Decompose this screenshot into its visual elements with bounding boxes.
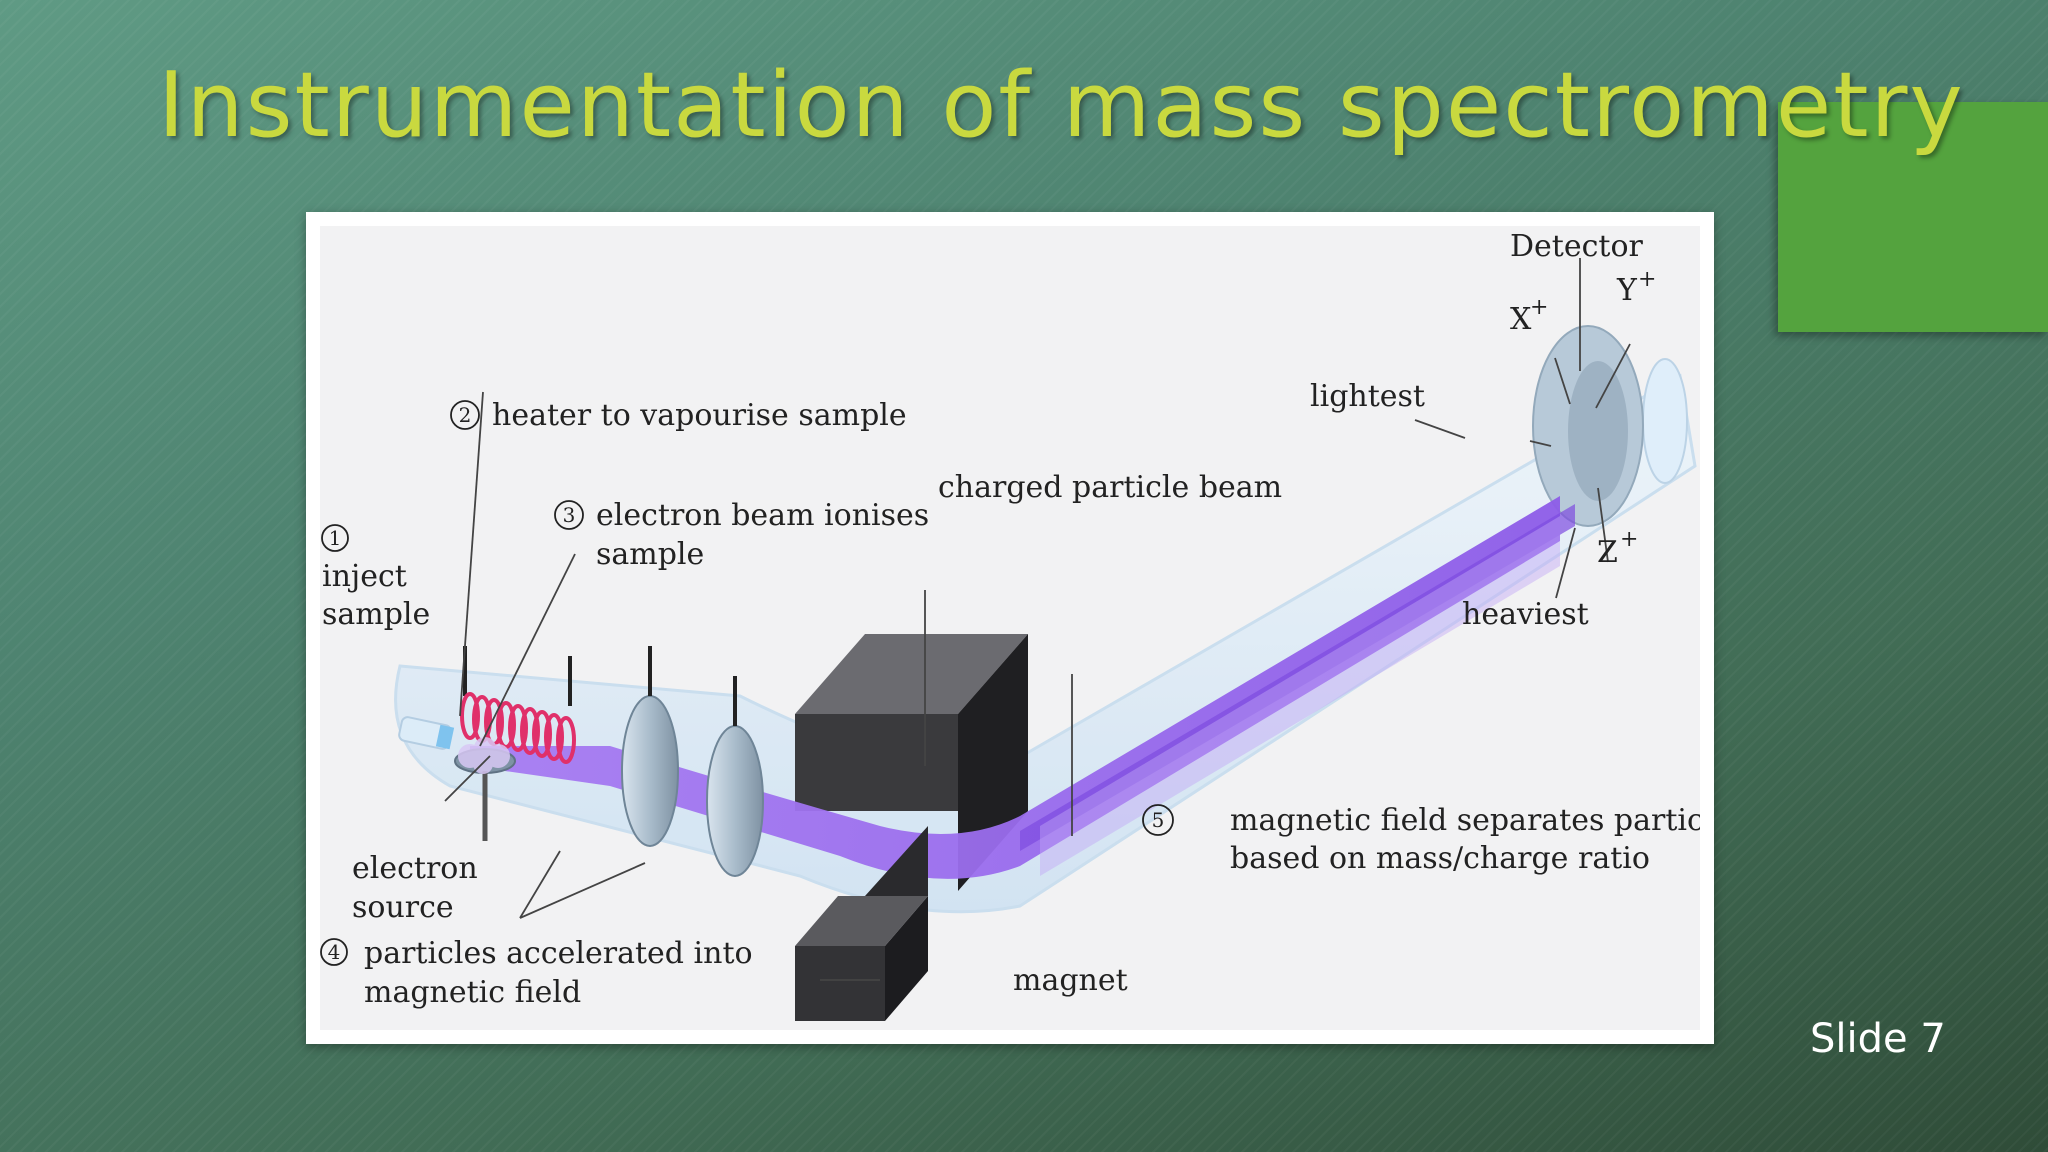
heaviest-label: heaviest bbox=[1462, 597, 1589, 632]
leader-lines bbox=[444, 258, 1631, 981]
mass-spectrometer-diagram: 1 inject sample 2 heater to vapourise sa… bbox=[320, 226, 1700, 1030]
electron-source-label-2: source bbox=[352, 890, 454, 925]
ion-x-charge: + bbox=[1530, 295, 1548, 320]
ion-z-label: Z bbox=[1597, 535, 1618, 570]
magnet-label: magnet bbox=[1013, 963, 1128, 998]
ion-x-label: X bbox=[1510, 302, 1532, 337]
detector-label: Detector bbox=[1510, 229, 1644, 264]
magnet-lower-pole bbox=[795, 826, 928, 1021]
step-5-number: 5 bbox=[1152, 808, 1165, 832]
step-3-label: 3 electron beam ionises sample bbox=[554, 498, 929, 572]
charged-beam-label: charged particle beam bbox=[938, 470, 1282, 505]
ion-y-charge: + bbox=[1638, 267, 1656, 292]
step-5-line-1: magnetic field separates particles bbox=[1230, 803, 1700, 838]
detector bbox=[1532, 325, 1644, 527]
step-1-number: 1 bbox=[329, 526, 342, 550]
diagram-figure: 1 inject sample 2 heater to vapourise sa… bbox=[306, 212, 1714, 1044]
lightest-label: lightest bbox=[1310, 379, 1425, 414]
electron-source-label-1: electron bbox=[352, 851, 478, 886]
step-3-number: 3 bbox=[563, 503, 576, 527]
ion-y-label: Y bbox=[1616, 273, 1638, 308]
step-5-line-2: based on mass/charge ratio bbox=[1230, 841, 1650, 876]
step-1-label: 1 inject sample bbox=[321, 524, 430, 632]
slide-number: Slide 7 bbox=[1810, 1016, 1946, 1062]
step-4-label: 4 particles accelerated into magnetic fi… bbox=[320, 936, 753, 1010]
step-2-label: 2 heater to vapourise sample bbox=[450, 398, 907, 433]
step-2-number: 2 bbox=[459, 403, 472, 427]
inject-tube bbox=[398, 716, 455, 750]
step-2-text: heater to vapourise sample bbox=[492, 398, 907, 433]
step-3-line-1: electron beam ionises bbox=[596, 498, 929, 533]
step-4-line-2: magnetic field bbox=[364, 975, 581, 1010]
accent-block bbox=[1778, 102, 2048, 332]
accelerator-plates bbox=[621, 646, 764, 877]
step-4-line-1: particles accelerated into bbox=[364, 936, 753, 971]
step-1-line-2: sample bbox=[322, 597, 430, 632]
step-5-label: 5 magnetic field separates particles bas… bbox=[1142, 803, 1700, 876]
slide-title: Instrumentation of mass spectrometry bbox=[158, 53, 1965, 158]
ion-z-charge: + bbox=[1620, 527, 1638, 552]
step-4-number: 4 bbox=[328, 940, 341, 964]
heater-coil bbox=[460, 646, 576, 764]
step-1-line-1: inject bbox=[322, 559, 407, 594]
step-3-line-2: sample bbox=[596, 537, 704, 572]
particle-beam bbox=[470, 496, 1575, 879]
vapour-cloud bbox=[458, 737, 510, 774]
